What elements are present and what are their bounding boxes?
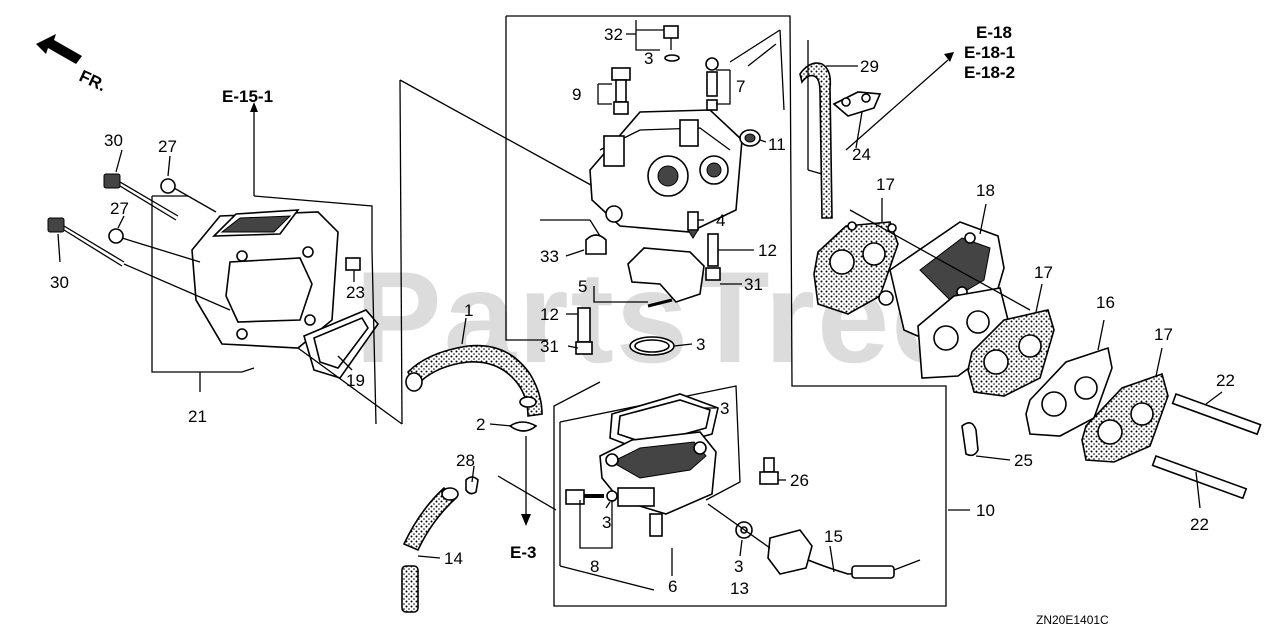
callout-14[interactable]: 14 [444, 549, 463, 568]
section-ref-e18-2[interactable]: E-18-2 [964, 63, 1015, 82]
callout-4[interactable]: 4 [716, 211, 725, 230]
insulator-gasket-stack [813, 209, 1262, 511]
callout-32[interactable]: 32 [604, 25, 623, 44]
callout-18[interactable]: 18 [976, 181, 995, 200]
callout-25[interactable]: 25 [1014, 451, 1033, 470]
callout-27[interactable]: 27 [158, 137, 177, 156]
callout-17[interactable]: 17 [876, 175, 895, 194]
callout-10[interactable]: 10 [976, 501, 995, 520]
callout-11[interactable]: 11 [768, 135, 786, 154]
part-callout-numbers: 32 3 9 7 29 11 24 30 27 27 30 23 21 19 1… [50, 25, 1235, 598]
callout-22[interactable]: 22 [1216, 371, 1235, 390]
air-guide-assembly [47, 102, 403, 425]
callout-27[interactable]: 27 [110, 199, 129, 218]
callout-17[interactable]: 17 [1154, 325, 1173, 344]
callout-6[interactable]: 6 [668, 577, 677, 596]
callout-2[interactable]: 2 [476, 415, 485, 434]
section-ref-e18[interactable]: E-18 [976, 23, 1012, 42]
section-ref-e3[interactable]: E-3 [510, 543, 536, 562]
front-direction-arrow-icon [36, 34, 82, 64]
callout-1[interactable]: 1 [464, 301, 473, 320]
callout-3[interactable]: 3 [696, 335, 705, 354]
callout-31[interactable]: 31 [540, 337, 559, 356]
callout-9[interactable]: 9 [572, 85, 581, 104]
callout-22[interactable]: 22 [1190, 515, 1209, 534]
callout-13[interactable]: 13 [730, 579, 749, 598]
callout-16[interactable]: 16 [1096, 293, 1115, 312]
callout-3[interactable]: 3 [644, 49, 653, 68]
front-direction-label: FR. [76, 66, 109, 95]
callout-19[interactable]: 19 [346, 371, 365, 390]
carburetor-assembly [399, 15, 947, 607]
vent-tube-assembly [729, 29, 882, 219]
callout-21[interactable]: 21 [188, 407, 207, 426]
callout-31[interactable]: 31 [744, 275, 763, 294]
fuel-hose-assembly [401, 344, 557, 613]
callout-33[interactable]: 33 [540, 247, 559, 266]
callout-24[interactable]: 24 [852, 145, 871, 164]
callout-3[interactable]: 3 [734, 557, 743, 576]
callout-7[interactable]: 7 [736, 77, 745, 96]
callout-12[interactable]: 12 [758, 241, 777, 260]
section-ref-e18-1[interactable]: E-18-1 [964, 43, 1015, 62]
diagram-code: ZN20E1401C [1036, 613, 1109, 627]
callout-23[interactable]: 23 [346, 283, 365, 302]
callout-30[interactable]: 30 [50, 273, 69, 292]
section-ref-e15-1[interactable]: E-15-1 [222, 87, 273, 106]
callout-17[interactable]: 17 [1034, 263, 1053, 282]
callout-28[interactable]: 28 [456, 451, 475, 470]
callout-12[interactable]: 12 [540, 305, 559, 324]
callout-26[interactable]: 26 [790, 471, 809, 490]
callout-30[interactable]: 30 [104, 131, 123, 150]
callout-8[interactable]: 8 [590, 557, 599, 576]
callout-3[interactable]: 3 [720, 399, 729, 418]
callout-leader-lines [57, 20, 1223, 576]
reference-arrow-e18-icon [944, 52, 954, 62]
callout-3[interactable]: 3 [602, 513, 611, 532]
callout-15[interactable]: 15 [824, 527, 843, 546]
callout-5[interactable]: 5 [578, 277, 587, 296]
callout-29[interactable]: 29 [860, 57, 879, 76]
